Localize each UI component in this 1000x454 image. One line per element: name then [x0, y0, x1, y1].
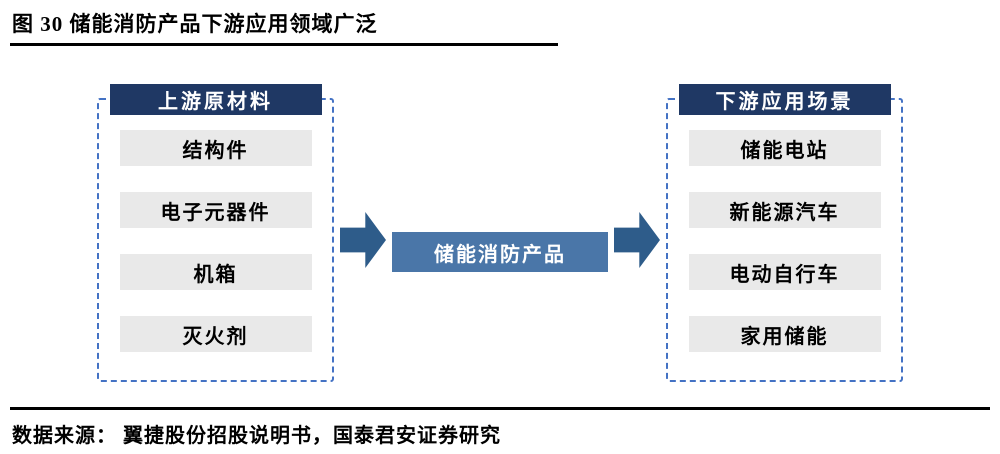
- downstream-header: 下游应用场景: [678, 84, 891, 115]
- bottom-rule: [10, 407, 990, 410]
- downstream-item: 新能源汽车: [688, 192, 881, 228]
- upstream-header: 上游原材料: [109, 84, 322, 115]
- arrow-right-icon: [614, 212, 660, 268]
- arrow-right-icon: [340, 212, 386, 268]
- downstream-panel: 下游应用场景 储能电站 新能源汽车 电动自行车 家用储能: [666, 84, 903, 382]
- downstream-item: 家用储能: [688, 316, 881, 352]
- title-rule: [10, 43, 558, 46]
- center-product-box: 储能消防产品: [392, 232, 608, 272]
- downstream-item: 电动自行车: [688, 254, 881, 290]
- figure-title: 图 30 储能消防产品下游应用领域广泛: [12, 12, 378, 36]
- source-note: 数据来源： 翼捷股份招股说明书，国泰君安证券研究: [12, 425, 501, 447]
- downstream-item: 储能电站: [688, 130, 881, 166]
- upstream-items: 结构件 电子元器件 机箱 灭火剂: [99, 100, 332, 352]
- upstream-panel: 上游原材料 结构件 电子元器件 机箱 灭火剂: [97, 84, 334, 382]
- downstream-items: 储能电站 新能源汽车 电动自行车 家用储能: [668, 100, 901, 352]
- upstream-item: 灭火剂: [119, 316, 312, 352]
- upstream-item: 机箱: [119, 254, 312, 290]
- upstream-item: 结构件: [119, 130, 312, 166]
- figure-footer: 数据来源： 翼捷股份招股说明书，国泰君安证券研究: [10, 407, 990, 448]
- flow-diagram: 上游原材料 结构件 电子元器件 机箱 灭火剂 储能消防产品 下游应用场景 储能电…: [10, 84, 990, 382]
- upstream-item: 电子元器件: [119, 192, 312, 228]
